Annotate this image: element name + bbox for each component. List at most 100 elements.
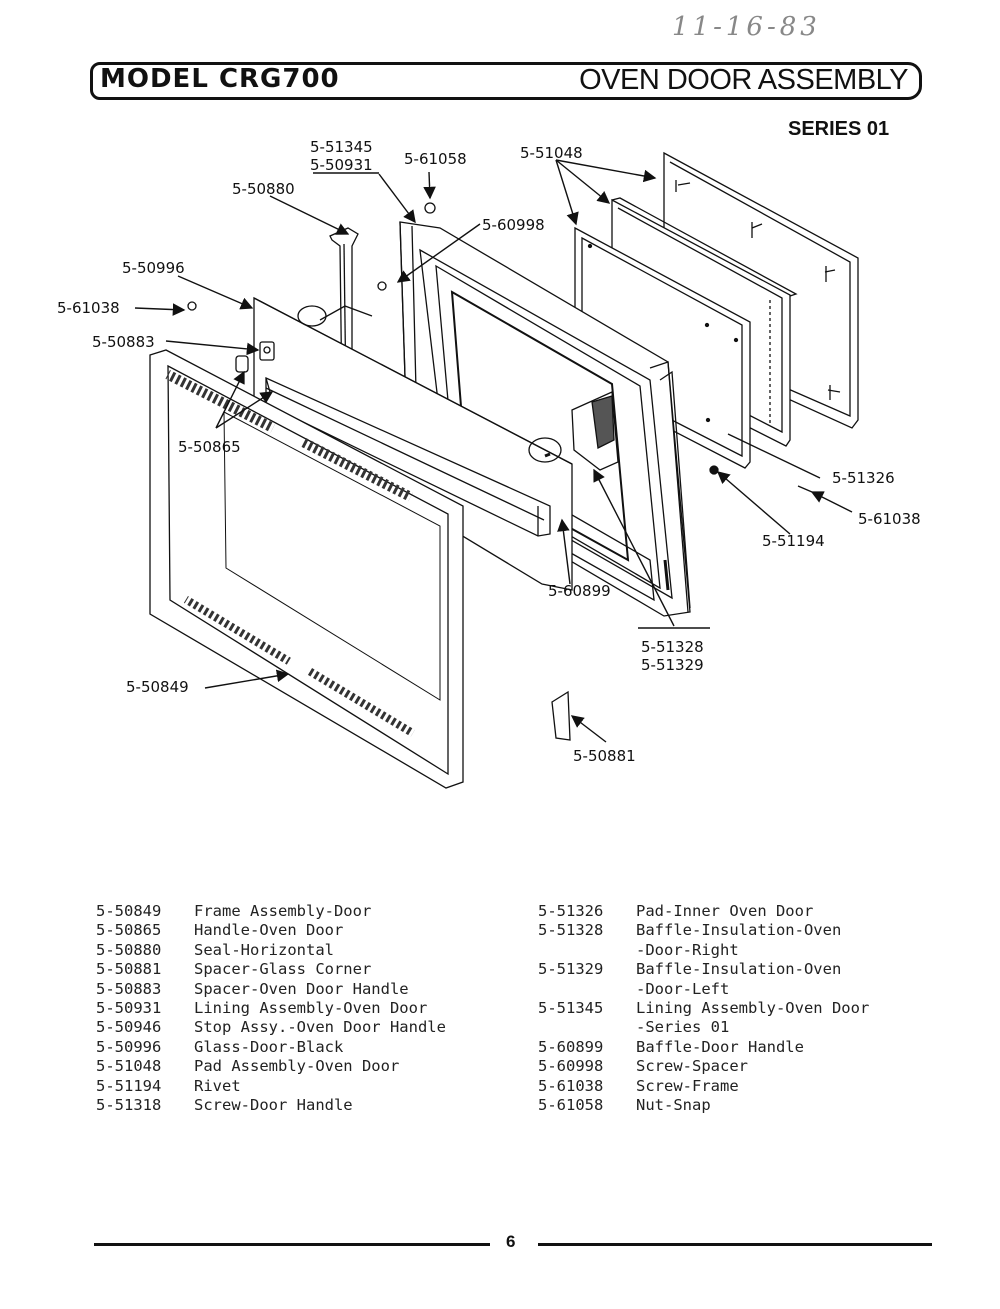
- part-number: 5-50996: [96, 1037, 162, 1056]
- parts-list-row: 5-51194 Rivet: [96, 1077, 446, 1096]
- parts-list-row: 5-51048 Pad Assembly-Oven Door: [96, 1057, 446, 1076]
- part-description: Baffle-Insulation-Oven: [636, 921, 842, 940]
- part-description: -Door-Left: [636, 979, 730, 998]
- callout-5-50931: 5-50931: [310, 156, 373, 174]
- parts-list-row: 5-50880 Seal-Horizontal: [96, 941, 446, 960]
- door-frame-assembly: [149, 349, 464, 789]
- part-description: Glass-Door-Black: [194, 1037, 344, 1056]
- footer-rule-left: [94, 1243, 490, 1246]
- part-number: 5-50865: [96, 921, 162, 940]
- callout-5-50880: 5-50880: [232, 180, 295, 198]
- part-description: -Series 01: [636, 1018, 730, 1037]
- part-description: Lining Assembly-Oven Door: [636, 998, 870, 1017]
- callout-5-51329: 5-51329: [641, 656, 704, 674]
- callout-5-51194: 5-51194: [762, 532, 825, 550]
- part-description: Spacer-Oven Door Handle: [194, 979, 409, 998]
- part-number: 5-50931: [96, 998, 162, 1017]
- callout-5-51345: 5-51345: [310, 138, 373, 156]
- parts-list-row: 5-51345 Lining Assembly-Oven Door: [538, 999, 869, 1018]
- parts-list-row: 5-50849 Frame Assembly-Door: [96, 902, 446, 921]
- part-number: 5-51318: [96, 1095, 162, 1114]
- part-number: 5-50849: [96, 902, 162, 920]
- parts-list-row: 5-61038 Screw-Frame: [538, 1077, 869, 1096]
- parts-list-row-continuation: -Series 01: [538, 1018, 869, 1037]
- part-number: 5-50880: [96, 940, 162, 959]
- part-number: 5-50883: [96, 979, 162, 998]
- callout-5-60899: 5-60899: [548, 582, 611, 600]
- frame-screw-right: [797, 485, 813, 493]
- part-number: 5-60899: [538, 1037, 604, 1056]
- part-number: 5-51329: [538, 960, 604, 979]
- parts-list-row: 5-51318 Screw-Door Handle: [96, 1096, 446, 1115]
- callout-5-61058: 5-61058: [404, 150, 467, 168]
- screw-spacer: [377, 281, 387, 291]
- callout-5-50883: 5-50883: [92, 333, 155, 351]
- part-description: Screw-Frame: [636, 1076, 739, 1095]
- footer-rule-right: [538, 1243, 932, 1246]
- callout-5-60998: 5-60998: [482, 216, 545, 234]
- callout-5-51048: 5-51048: [520, 144, 583, 162]
- part-number: 5-60998: [538, 1057, 604, 1076]
- page-number: 6: [506, 1232, 516, 1251]
- parts-list-row: 5-60998 Screw-Spacer: [538, 1057, 869, 1076]
- callout-5-51328: 5-51328: [641, 638, 704, 656]
- part-number: 5-50946: [96, 1018, 162, 1037]
- callout-5-51326: 5-51326: [832, 469, 895, 487]
- parts-list-row: 5-51326 Pad-Inner Oven Door: [538, 902, 869, 921]
- part-number: 5-51326: [538, 902, 604, 920]
- parts-list-row: 5-50931 Lining Assembly-Oven Door: [96, 999, 446, 1018]
- glass-corner-spacer: [551, 690, 571, 741]
- part-description: Pad-Inner Oven Door: [636, 902, 814, 920]
- baffle-door-handle: [571, 391, 619, 471]
- part-number: 5-51194: [96, 1076, 162, 1095]
- part-number: 5-61038: [538, 1076, 604, 1095]
- part-description: Frame Assembly-Door: [194, 902, 372, 920]
- parts-list-row: 5-50883 Spacer-Oven Door Handle: [96, 980, 446, 999]
- section-title: OVEN DOOR ASSEMBLY: [579, 64, 908, 96]
- callout-5-50996: 5-50996: [122, 259, 185, 277]
- part-description: Pad Assembly-Oven Door: [194, 1057, 400, 1076]
- rivet: [709, 465, 719, 475]
- parts-list-row: 5-50996 Glass-Door-Black: [96, 1038, 446, 1057]
- part-description: Screw-Door Handle: [194, 1095, 353, 1114]
- handwritten-date-annotation: 11-16-83: [672, 12, 821, 42]
- part-number: 5-51345: [538, 998, 604, 1017]
- parts-list-row: 5-60899 Baffle-Door Handle: [538, 1038, 869, 1057]
- part-description: Lining Assembly-Oven Door: [194, 998, 428, 1017]
- part-number: [538, 1018, 636, 1037]
- part-number: [538, 980, 636, 999]
- series-label: SERIES 01: [788, 118, 890, 140]
- parts-list-row-continuation: -Door-Right: [538, 941, 869, 960]
- parts-list-row: 5-61058 Nut-Snap: [538, 1096, 869, 1115]
- frame-screw-left: [187, 301, 197, 311]
- callout-5-50849: 5-50849: [126, 678, 189, 696]
- part-description: Stop Assy.-Oven Door Handle: [194, 1018, 446, 1037]
- part-description: Baffle-Door Handle: [636, 1037, 804, 1056]
- parts-list-row: 5-51328 Baffle-Insulation-Oven: [538, 921, 869, 940]
- parts-list-row-continuation: -Door-Left: [538, 980, 869, 999]
- parts-list-row: 5-50946 Stop Assy.-Oven Door Handle: [96, 1018, 446, 1037]
- part-description: Spacer-Glass Corner: [194, 960, 372, 979]
- callout-5-50881: 5-50881: [573, 747, 636, 765]
- part-number: 5-51328: [538, 921, 604, 940]
- part-description: Nut-Snap: [636, 1095, 711, 1114]
- part-number: [538, 941, 636, 960]
- part-description: Baffle-Insulation-Oven: [636, 960, 842, 979]
- parts-list-row: 5-50881 Spacer-Glass Corner: [96, 960, 446, 979]
- header-frame: [90, 62, 922, 100]
- part-description: Screw-Spacer: [636, 1057, 748, 1076]
- callout-5-61038-left: 5-61038: [57, 299, 120, 317]
- part-number: 5-50881: [96, 960, 162, 979]
- callout-5-61038-right: 5-61038: [858, 510, 921, 528]
- part-number: 5-61058: [538, 1095, 604, 1114]
- part-number: 5-51048: [96, 1057, 162, 1076]
- parts-list-left: 5-50849 Frame Assembly-Door 5-50865 Handle-…: [96, 902, 446, 1115]
- model-title: MODEL CRG700: [100, 64, 340, 94]
- part-description: Rivet: [194, 1076, 241, 1095]
- part-description: Handle-Oven Door: [194, 921, 344, 940]
- parts-list-row: 5-50865 Handle-Oven Door: [96, 921, 446, 940]
- part-description: Seal-Horizontal: [194, 940, 334, 959]
- snap-nut: [424, 202, 436, 214]
